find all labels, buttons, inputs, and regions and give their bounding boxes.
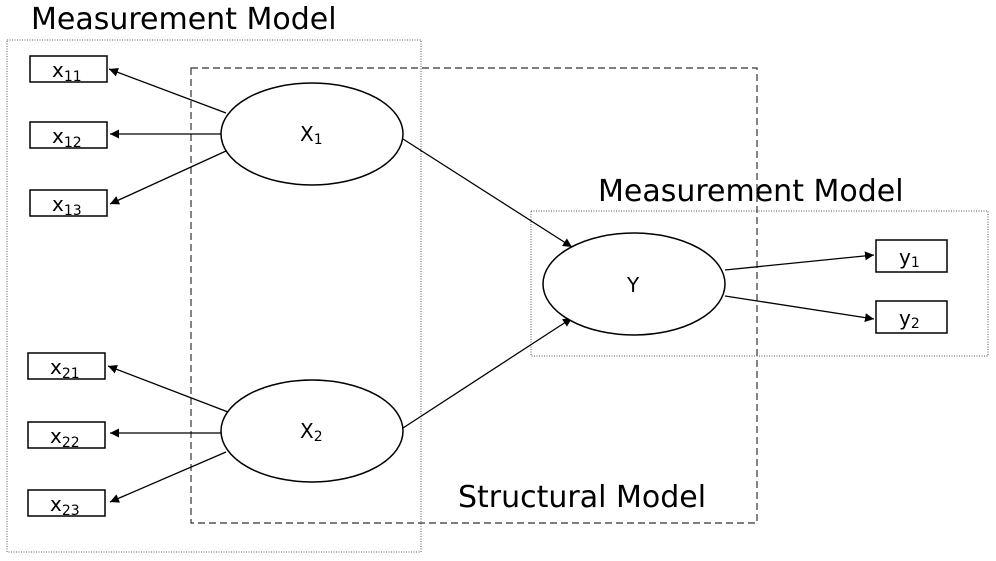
indicator-x12-box	[29, 121, 108, 149]
indicator-x11-label: x11	[52, 58, 82, 85]
indicator-y2-box	[875, 300, 948, 334]
structural-model-region	[190, 67, 758, 524]
structural-model-title: Structural Model	[458, 480, 706, 515]
indicator-x23-label: x23	[50, 492, 80, 519]
edge-x1-y	[402, 138, 573, 248]
indicator-x23-box	[27, 489, 106, 517]
latent-x1-label: X1	[300, 122, 323, 148]
indicator-x22-box	[27, 421, 106, 449]
edge-x2-x23	[109, 451, 227, 503]
latent-x2-label: X2	[300, 419, 323, 445]
edge-y-y2	[724, 295, 875, 323]
measurement-model-left-title: Measurement Model	[31, 2, 337, 37]
edge-x2-y	[402, 317, 573, 429]
measurement-model-right-title: Measurement Model	[598, 174, 904, 209]
latent-y-label: Y	[626, 273, 640, 297]
edge-x1-x13	[109, 150, 227, 205]
indicator-y2-label: y2	[899, 306, 920, 332]
latent-y-node	[542, 232, 726, 336]
indicator-x21-label: x21	[50, 355, 80, 382]
indicator-x13-box	[29, 189, 108, 217]
edge-y-y1	[724, 251, 875, 271]
indicator-x11-box	[29, 55, 108, 83]
latent-x2-node	[220, 379, 404, 483]
indicator-y1-label: y1	[899, 245, 920, 271]
measurement-model-right-region	[530, 210, 989, 357]
latent-x1-node	[220, 82, 404, 186]
indicator-x12-label: x12	[52, 124, 82, 151]
edge-x1-x11	[108, 67, 227, 114]
edge-x2-x21	[107, 365, 229, 413]
measurement-model-left-region	[6, 39, 422, 553]
indicator-x13-label: x13	[52, 192, 82, 219]
indicator-y1-box	[875, 239, 948, 273]
indicator-x22-label: x22	[50, 424, 80, 451]
indicator-x21-box	[27, 352, 106, 380]
